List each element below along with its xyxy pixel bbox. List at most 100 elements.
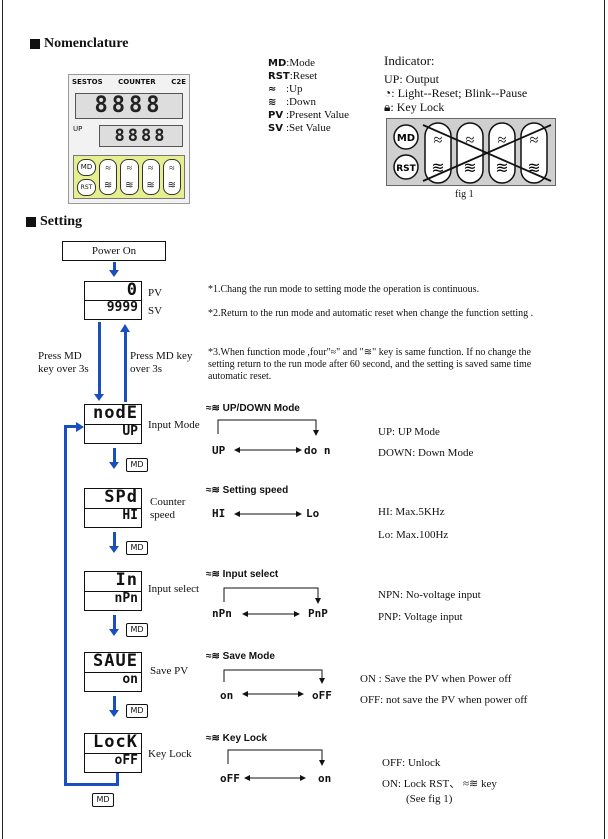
mode-arrow-head-4 xyxy=(109,710,119,717)
mode-option-down: do n xyxy=(304,444,331,457)
legend-row-sv: SV:Set Value xyxy=(268,122,331,134)
enter-setting-arrow-head xyxy=(94,394,104,401)
mode-desc-save-on: ON : Save the PV when Power off xyxy=(360,673,512,685)
loop-back-line-up xyxy=(116,768,119,786)
fig1-down-icon-3: ≋ xyxy=(495,160,508,177)
fig1-md-circle xyxy=(393,124,419,150)
device-up-label: UP xyxy=(73,125,83,133)
enter-setting-arrow xyxy=(98,322,101,394)
mode-arrow-2 xyxy=(113,532,116,546)
mode-arrow-head-2 xyxy=(109,546,119,553)
legend-row-rst: RST:Reset xyxy=(268,70,318,82)
mode-label-counter-speed: Counter speed xyxy=(150,496,186,521)
mode-option-hi: HI xyxy=(212,507,226,520)
mode-option-diagram-save xyxy=(223,669,325,697)
mode-desc-see-fig: (See fig 1) xyxy=(406,793,453,805)
mode-desc-hi: HI: Max.5KHz xyxy=(378,506,445,518)
mode-title-key-lock: ≈≋ Key Lock xyxy=(206,733,268,744)
indicator-title: Indicator: xyxy=(384,53,435,68)
mode-option-lock-off: oFF xyxy=(220,772,240,785)
page-frame-left xyxy=(2,0,3,839)
note-1: *1.Chang the run mode to setting mode th… xyxy=(208,284,480,295)
fig1-md-label: MD xyxy=(397,133,415,144)
mode-option-npn: nPn xyxy=(212,607,232,620)
press-md-enter-label: Press MD key over 3s xyxy=(38,350,89,375)
mode-desc-up: UP: UP Mode xyxy=(378,426,440,438)
exit-setting-arrow xyxy=(124,332,127,402)
up-down-arrow-icon: ≈≋ xyxy=(206,733,223,744)
mode-arrow-3 xyxy=(113,615,116,629)
down-arrow-icon: ≋ xyxy=(268,97,277,108)
mode-title-updown: ≈≋ UP/DOWN Mode xyxy=(206,403,300,414)
fig1-drawing: MD RST ≈ ≋ ≈ ≋ ≈ ≋ ≈ ≋ xyxy=(393,122,552,184)
device-rst-key: RST xyxy=(77,179,96,196)
sv-display-value: 9999 xyxy=(106,300,138,315)
reset-indicator-icon: ◔ xyxy=(384,86,392,100)
legend-row-md: MD:Mode xyxy=(268,57,315,69)
device-pv-display: 8888 xyxy=(75,93,183,119)
loop-back-line-bottom xyxy=(64,783,118,786)
md-key-5: MD xyxy=(92,793,114,807)
fig1-up-icon-3: ≈ xyxy=(498,132,507,149)
sv-label: SV xyxy=(148,305,163,317)
mode-option-lo: Lo xyxy=(306,507,320,520)
device-md-key: MD xyxy=(77,159,96,176)
fig1-up-icon-4: ≈ xyxy=(530,132,539,149)
device-updown-key-2: ≈≋ xyxy=(120,159,139,195)
mode-option-off: oFF xyxy=(312,689,332,702)
md-key-3: MD xyxy=(126,623,148,637)
power-on-arrow xyxy=(113,262,116,270)
mode-display-save-pv: SAUE on xyxy=(84,652,142,692)
mode-desc-unlock: OFF: Unlock xyxy=(382,757,441,769)
mode-label-save-pv: Save PV xyxy=(150,665,189,677)
loop-back-line-vertical xyxy=(64,426,67,784)
key-legend: MD:Mode RST:Reset ≈:Up ≋:Down PV:Present… xyxy=(268,57,349,135)
fig1-rst-label: RST xyxy=(396,164,416,174)
fig1-rst-circle xyxy=(393,154,419,180)
mode-label-key-lock: Key Lock xyxy=(148,748,192,760)
device-sv-display: 8888 xyxy=(99,125,183,147)
legend-row-pv: PV:Present Value xyxy=(268,109,350,121)
mode-label-input-select: Input select xyxy=(148,583,200,595)
device-updown-key-4: ≈≋ xyxy=(162,159,181,195)
nomenclature-heading: Nomenclature xyxy=(30,36,129,52)
device-model: COUNTER xyxy=(118,78,156,86)
pv-display-value: 0 xyxy=(85,282,141,301)
device-updown-key-1: ≈≋ xyxy=(99,159,118,195)
loop-back-arrow-head xyxy=(76,422,84,432)
fig1-key-2 xyxy=(456,122,484,184)
exit-setting-arrow-head xyxy=(120,324,130,332)
mode-title-speed: ≈≋ Setting speed xyxy=(206,485,289,496)
mode-option-up: UP xyxy=(212,444,226,457)
device-code: C2E xyxy=(171,78,186,86)
mode-desc-lo: Lo: Max.100Hz xyxy=(378,529,449,541)
fig1-key-1 xyxy=(424,122,452,184)
device-updown-key-3: ≈≋ xyxy=(141,159,160,195)
mode-arrow-head-3 xyxy=(109,629,119,636)
fig1-key-panel: MD RST ≈ ≋ ≈ ≋ ≈ ≋ ≈ ≋ xyxy=(386,118,556,186)
fig1-key-4 xyxy=(520,122,548,184)
fig1-cross-line-2 xyxy=(422,124,552,182)
lock-indicator-icon: 🔒︎ xyxy=(384,100,391,114)
mode-display-input-mode: nodE UP xyxy=(84,404,142,444)
fig1-up-icon-1: ≈ xyxy=(434,132,443,149)
mode-arrow-4 xyxy=(113,696,116,710)
up-down-arrow-icon: ≈≋ xyxy=(206,403,223,414)
mode-display-counter-speed: SPd HI xyxy=(84,488,142,528)
fig1-caption: fig 1 xyxy=(455,189,474,200)
fig1-up-icon-2: ≈ xyxy=(466,132,475,149)
mode-label-input-mode: Input Mode xyxy=(148,419,200,431)
mode-display-input-select: In nPn xyxy=(84,571,142,611)
mode-option-diagram-key-lock xyxy=(227,749,325,781)
square-bullet-icon xyxy=(26,217,36,227)
indicator-key-lock: 🔒︎: Key Lock xyxy=(384,100,445,114)
device-brand: SESTOS xyxy=(72,78,103,86)
indicator-reset-pause: ◔: Light--Reset; Blink--Pause xyxy=(384,86,528,100)
md-key-4: MD xyxy=(126,704,148,718)
legend-row-down: ≋:Down xyxy=(268,96,316,108)
indicator-legend: Indicator: UP: Output ◔: Light--Reset; B… xyxy=(384,53,528,115)
mode-desc-npn: NPN: No-voltage input xyxy=(378,589,481,601)
mode-title-save: ≈≋ Save Mode xyxy=(206,651,275,662)
mode-option-lock-on: on xyxy=(318,772,332,785)
setting-heading: Setting xyxy=(26,214,82,230)
